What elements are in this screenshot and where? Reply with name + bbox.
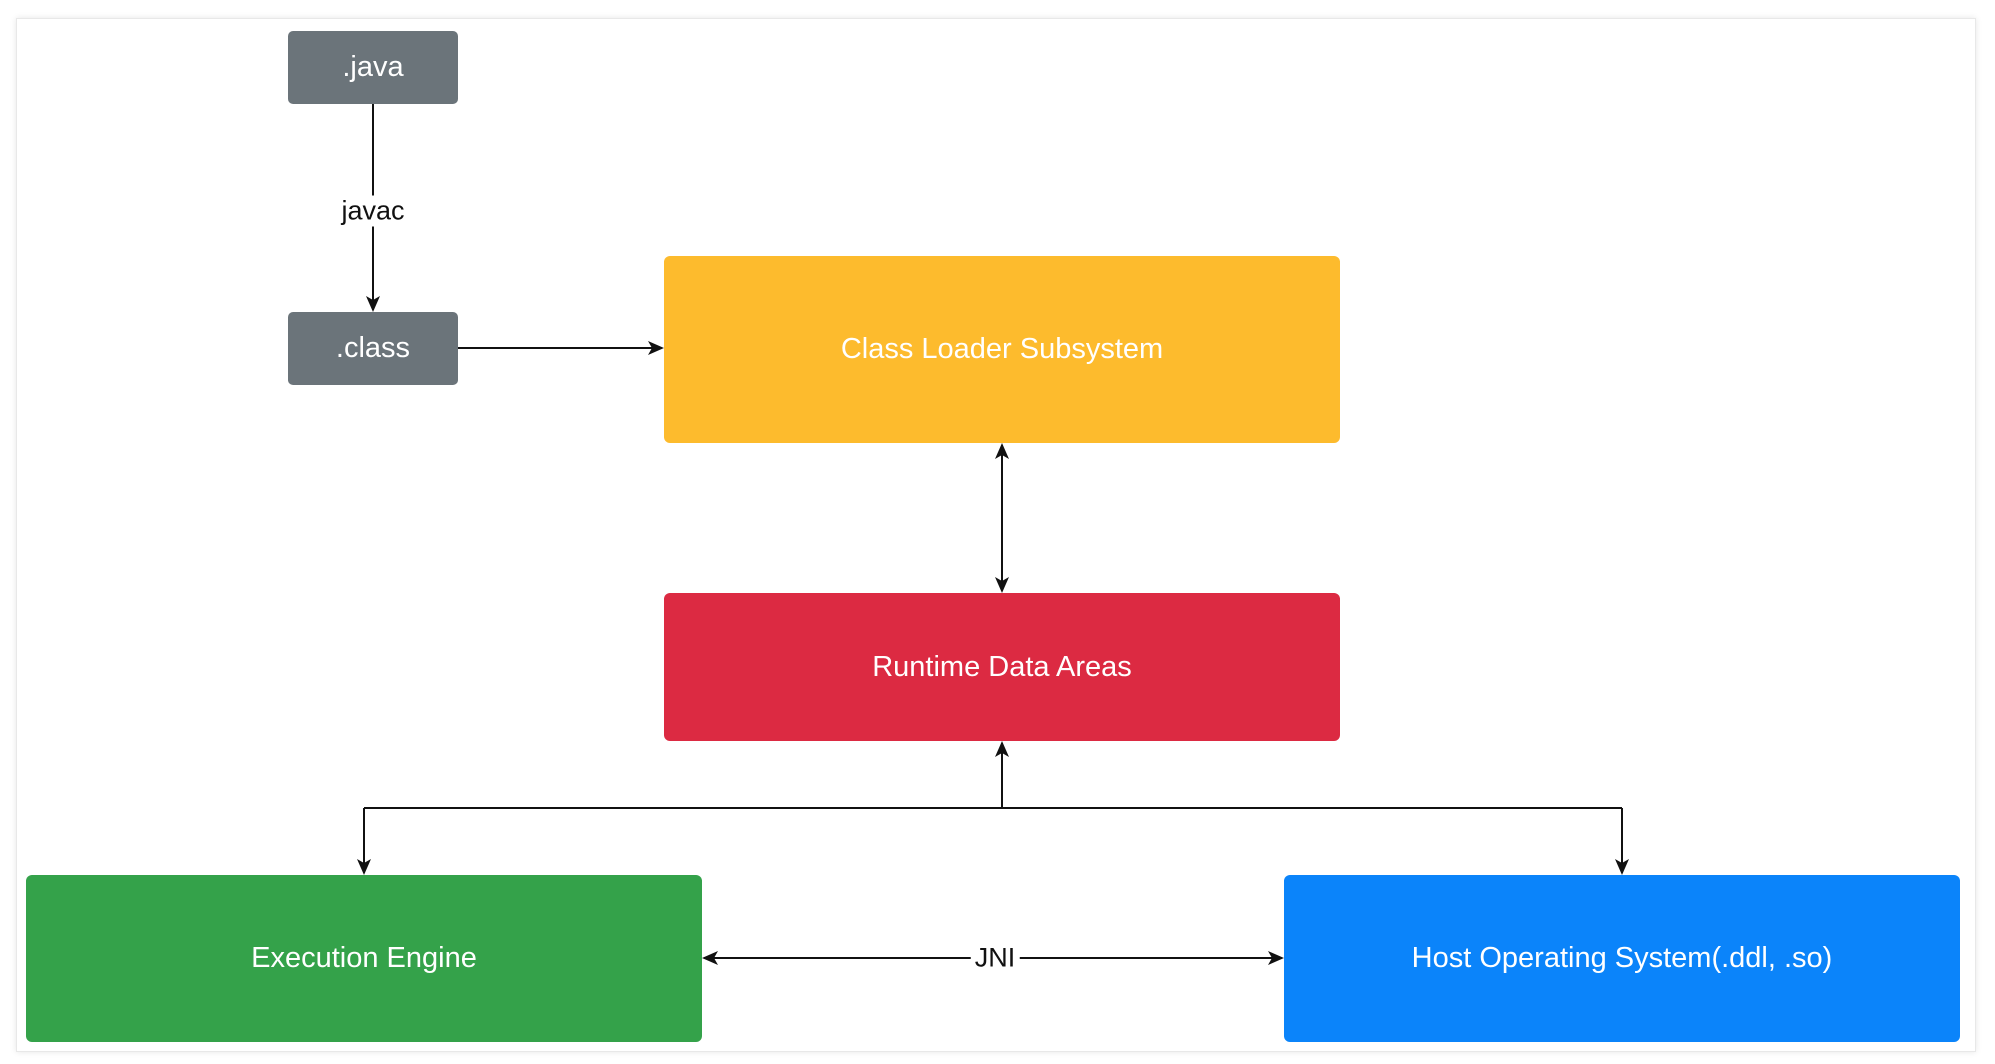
node-class-label: .class (335, 332, 411, 364)
node-class-loader-subsystem: Class Loader Subsystem (664, 256, 1340, 443)
node-class-file: .class (288, 312, 458, 385)
edge-label-javac: javac (337, 195, 409, 227)
node-host-os-label: Host Operating System(.ddl, .so) (1411, 942, 1833, 974)
edge-label-jni: JNI (970, 942, 1020, 974)
node-runtime-data-areas: Runtime Data Areas (664, 593, 1340, 741)
node-execution-engine-label: Execution Engine (251, 942, 477, 974)
node-java-source: .java (288, 31, 458, 104)
node-runtime-data-label: Runtime Data Areas (872, 650, 1132, 683)
node-java-label: .java (342, 51, 404, 83)
node-execution-engine: Execution Engine (26, 875, 702, 1042)
node-class-loader-label: Class Loader Subsystem (840, 333, 1164, 365)
node-host-operating-system: Host Operating System(.ddl, .so) (1284, 875, 1960, 1042)
